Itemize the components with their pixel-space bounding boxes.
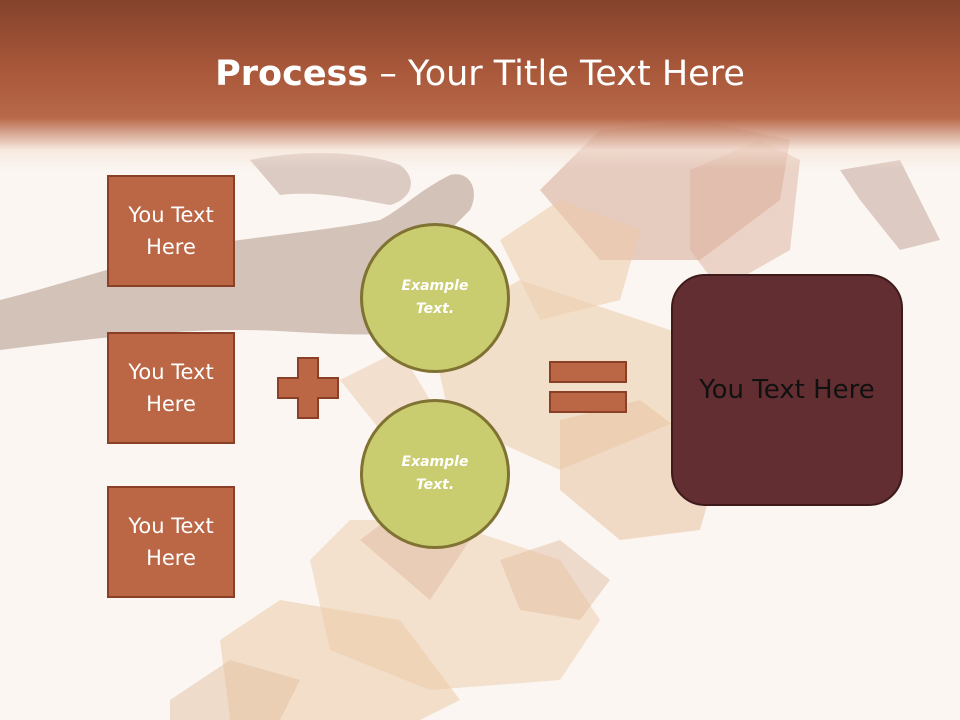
text-box-3[interactable]: You Text Here bbox=[107, 486, 235, 598]
example-circle-2[interactable]: Example Text. bbox=[360, 399, 510, 549]
result-box[interactable]: You Text Here bbox=[671, 274, 903, 506]
title-rest: – Your Title Text Here bbox=[368, 54, 745, 94]
text-box-2[interactable]: You Text Here bbox=[107, 332, 235, 444]
circle-1-label: Example Text. bbox=[401, 278, 469, 317]
header-bar bbox=[0, 0, 960, 170]
circle-2-label: Example Text. bbox=[401, 454, 469, 493]
title-bold: Process bbox=[215, 54, 369, 94]
text-box-1[interactable]: You Text Here bbox=[107, 175, 235, 287]
equals-icon bbox=[549, 361, 627, 413]
example-circle-1[interactable]: Example Text. bbox=[360, 223, 510, 373]
slide-title: Process – Your Title Text Here bbox=[0, 52, 960, 96]
plus-icon bbox=[277, 357, 339, 419]
